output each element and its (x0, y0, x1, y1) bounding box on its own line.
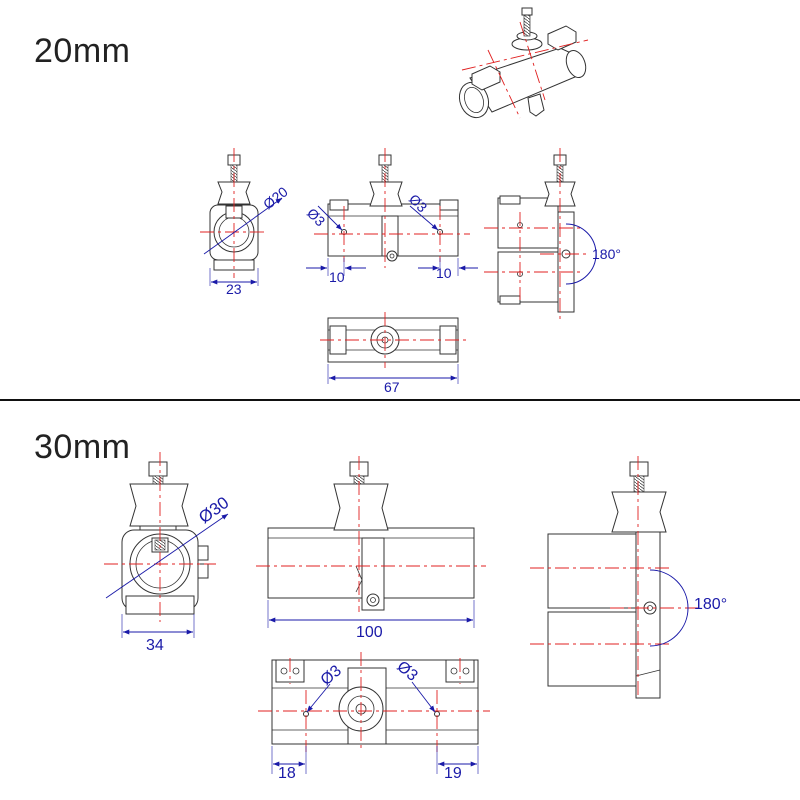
end-view-30mm (104, 452, 229, 638)
angle-label-20mm: 180° (592, 246, 621, 262)
dimension-label-20mm-offset-right: 10 (436, 265, 452, 281)
swivel-view-20mm (484, 148, 597, 320)
dimension-label-30mm-width: 34 (146, 637, 164, 654)
dimension-label-20mm-hole-left: Ø3 (304, 205, 329, 230)
swivel-view-30mm (530, 456, 700, 699)
section-title-30mm: 30mm (34, 428, 131, 466)
iso-view-20mm (458, 7, 589, 119)
side-view-30mm (256, 456, 486, 628)
dimension-label-30mm-length: 100 (356, 624, 383, 641)
end-view-20mm (200, 148, 283, 286)
dimension-label-30mm-offset-right: 19 (444, 765, 462, 782)
top-view-30mm (258, 652, 490, 774)
dimension-label-30mm-offset-left: 18 (278, 765, 296, 782)
dimension-label-30mm-diameter: Ø30 (195, 493, 232, 527)
top-view-20mm (320, 312, 466, 384)
dimension-label-20mm-width: 23 (226, 281, 242, 297)
dimension-label-20mm-length: 67 (384, 379, 400, 395)
dimension-label-20mm-diameter: Ø20 (260, 183, 291, 212)
dimension-label-20mm-offset-left: 10 (329, 269, 345, 285)
side-view-20mm (306, 148, 478, 276)
section-title-20mm: 20mm (34, 32, 131, 70)
angle-label-30mm: 180° (694, 596, 727, 613)
